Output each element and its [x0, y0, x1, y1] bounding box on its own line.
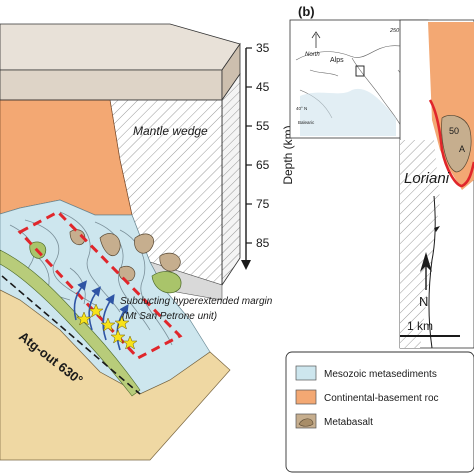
geo-map-fault: [428, 195, 436, 349]
geo-map-fault-tick: [434, 226, 440, 232]
inset-scale-label: 250 Km: [389, 28, 409, 34]
oceanic-floor-region: [0, 289, 231, 461]
north-arrow-label: N: [419, 294, 428, 309]
inset-north-label: North: [305, 52, 320, 58]
depth-tick-label: 85: [256, 236, 270, 250]
panel-b: (b) North Alps 250 Km 40° N Balearic Lor…: [289, 4, 474, 349]
slab-green-margin: [0, 249, 141, 397]
geo-map-inner-unit: [441, 115, 472, 173]
inset-north-arrow: [311, 31, 321, 48]
mantle-side-hatch: [221, 72, 241, 287]
depth-axis: 35 45 55 65 75 85 Depth (km): [241, 41, 295, 270]
unit-label: (Mt San Petrone unit): [122, 311, 217, 322]
geo-map-hatched-left: [400, 140, 440, 348]
geo-map-loriani-label: Loriani: [404, 170, 450, 187]
subducting-margin-label: Subducting hyperextended margin: [120, 296, 273, 307]
geo-map-letter-label: A: [459, 144, 465, 154]
top-slab-top-face: [0, 23, 241, 71]
north-arrow: N: [419, 252, 432, 309]
block-diagram: Mantle wedge Subducting hyperextended ma…: [0, 23, 295, 461]
block-outline: [0, 99, 223, 285]
depth-tick-label: 75: [256, 197, 270, 211]
geo-map-number-label: 50: [449, 126, 459, 136]
scale-bar-label: 1 km: [407, 319, 433, 333]
legend-label: Mesozoic metasediments: [324, 369, 437, 380]
depth-tick-label: 45: [256, 80, 270, 94]
exhumation-arrows: [73, 280, 129, 351]
legend-swatch: [295, 389, 317, 405]
legend-label: Metabasalt: [324, 417, 373, 428]
atg-out-isograd-line: [1, 275, 141, 395]
inset-balearic-label: Balearic: [298, 120, 315, 125]
depth-tick-label: 65: [256, 158, 270, 172]
depth-tick-label: 55: [256, 119, 270, 133]
inset-sea: [300, 88, 396, 136]
depth-axis-arrowhead: [241, 260, 251, 270]
legend-swatch: [295, 365, 317, 381]
panel-b-label: (b): [298, 4, 315, 19]
sample-stars: [76, 303, 138, 350]
mantle-wedge-label: Mantle wedge: [133, 124, 208, 138]
continental-basement-region: [0, 99, 133, 216]
inset-location-box: [355, 65, 365, 77]
inset-alps-label: Alps: [330, 57, 344, 64]
geo-map-red-boundary: [428, 99, 474, 188]
depth-tick-label: 35: [256, 41, 270, 55]
legend-frame: [285, 351, 474, 473]
legend: Mesozoic metasedimentsContinental-baseme…: [285, 351, 474, 473]
top-slab-front-face: [0, 69, 223, 101]
legend-label: Continental-basement roc: [324, 393, 439, 404]
inset-latitude-label: 40° N: [296, 106, 307, 111]
legend-metabasalt-icon: [298, 418, 314, 427]
depth-axis-title: Depth (km): [281, 125, 295, 184]
metabasalt-lenses: [69, 229, 181, 282]
